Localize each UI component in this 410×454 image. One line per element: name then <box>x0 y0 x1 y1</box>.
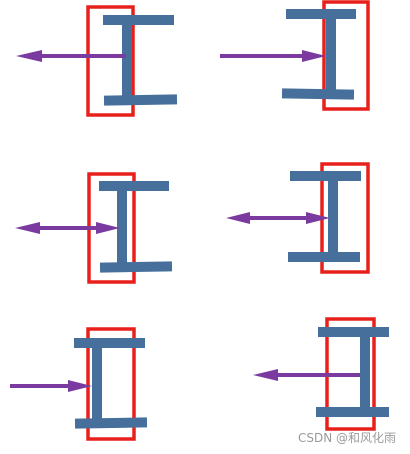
panel-2-arrow-head-right <box>302 50 326 62</box>
panel-6-bottom-flange <box>316 407 389 417</box>
panel-4-top-flange <box>290 171 361 181</box>
panel-6-i-beam <box>316 327 389 417</box>
panel-1-i-beam <box>103 15 178 106</box>
panel-5-arrow-head-right <box>68 380 92 392</box>
panel-4-arrow <box>226 212 330 224</box>
panel-4-web <box>328 178 338 254</box>
panel-2-arrow-shaft <box>220 54 306 58</box>
panel-2-arrow <box>220 50 326 62</box>
panel-6-top-flange <box>318 327 389 337</box>
panel-3-i-beam <box>99 181 173 273</box>
panel-1-web <box>122 22 132 100</box>
panel-4-bottom-flange <box>288 252 360 262</box>
panel-3-arrow-shaft <box>36 226 100 230</box>
panel-5-web <box>92 345 102 421</box>
panel-3-arrow <box>15 222 120 234</box>
panel-4-arrow-head-left <box>226 212 250 224</box>
panel-1-arrow <box>16 50 126 62</box>
panel-6-web <box>360 334 370 410</box>
panel-2 <box>220 0 370 111</box>
panel-3-top-flange <box>99 181 169 191</box>
panel-2-i-beam <box>281 9 356 100</box>
panel-5-arrow <box>10 380 92 392</box>
panel-4-i-beam <box>288 171 361 262</box>
panel-4-arrow-shaft <box>246 216 310 220</box>
panel-2-bottom-flange <box>281 88 355 100</box>
panel-4 <box>226 162 370 274</box>
watermark-text: CSDN @和风化雨 <box>297 431 396 445</box>
panel-6-arrow <box>253 369 360 381</box>
panel-5-arrow-shaft <box>10 384 72 388</box>
panel-1-arrow-shaft <box>38 54 126 58</box>
panel-1-bottom-flange <box>103 94 178 106</box>
panel-5-bottom-flange <box>74 417 148 429</box>
panel-5-i-beam <box>74 338 148 429</box>
panel-1 <box>16 5 178 117</box>
panel-1-red-box <box>86 5 135 117</box>
panel-1-top-flange <box>103 15 174 25</box>
panel-6 <box>253 317 389 431</box>
panel-6-arrow-head-left <box>253 369 278 381</box>
panel-2-web <box>326 16 336 92</box>
panel-5-top-flange <box>74 338 145 348</box>
panel-3-web <box>117 188 127 264</box>
panel-6-arrow-shaft <box>274 373 360 377</box>
panel-5 <box>10 327 148 441</box>
panel-3-bottom-flange <box>99 261 173 273</box>
panel-4-arrow-head-right <box>306 212 330 224</box>
panel-3 <box>15 172 173 284</box>
panel-3-arrow-head-left <box>15 222 40 234</box>
panel-5-red-box <box>86 327 136 441</box>
panel-3-arrow-head-right <box>96 222 120 234</box>
panel-1-arrow-head-left <box>16 50 42 62</box>
panel-2-top-flange <box>286 9 356 19</box>
